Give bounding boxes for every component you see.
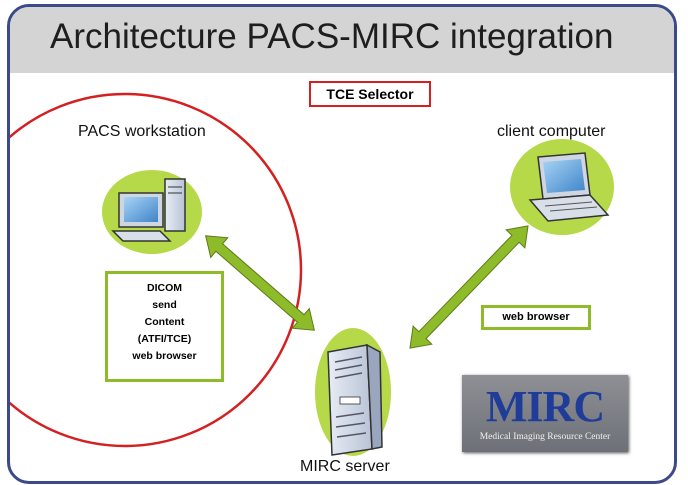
workstation-icon xyxy=(102,170,202,254)
pacs-boundary-circle xyxy=(10,92,303,448)
diagram-canvas xyxy=(10,92,614,456)
pacs-box-line: DICOM xyxy=(147,282,182,294)
pacs-workstation-label: PACS workstation xyxy=(78,123,206,140)
pacs-box-line: send xyxy=(152,299,177,311)
client-web-browser-box: web browser xyxy=(481,305,591,330)
pacs-box-line: web browser xyxy=(132,350,197,362)
mirc-logo-text: MIRC xyxy=(485,382,605,431)
arrow-pacs-server xyxy=(205,235,315,331)
title-bar: Architecture PACS-MIRC integration xyxy=(10,7,674,73)
mirc-logo: MIRC Medical Imaging Resource Center xyxy=(462,375,628,452)
tce-selector-box: TCE Selector xyxy=(309,81,431,107)
slide-title: Architecture PACS-MIRC integration xyxy=(50,17,614,56)
client-computer-label: client computer xyxy=(497,123,606,140)
laptop-icon xyxy=(510,139,614,235)
pacs-box-line: Content xyxy=(144,316,185,328)
pacs-box-line: (ATFI/TCE) xyxy=(137,333,192,345)
pacs-capabilities-box: DICOM send Content (ATFI/TCE) web browse… xyxy=(105,271,224,382)
mirc-logo-subtitle: Medical Imaging Resource Center xyxy=(479,432,611,442)
server-icon xyxy=(315,328,391,456)
arrow-server-client xyxy=(409,225,529,349)
mirc-server-label: MIRC server xyxy=(300,458,390,475)
slide-frame: Architecture PACS-MIRC integration xyxy=(7,4,677,484)
